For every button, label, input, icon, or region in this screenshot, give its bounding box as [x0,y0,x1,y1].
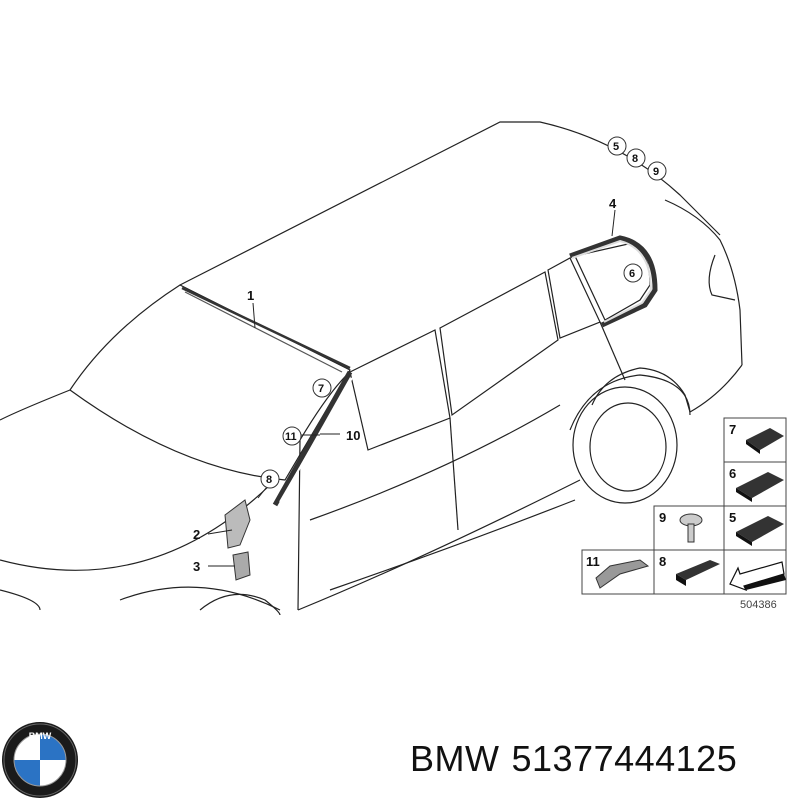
door-line-2 [599,321,626,381]
foam-pad-5 [736,516,784,542]
screw-shaft-9 [687,523,695,543]
brand-name: BMW [410,738,500,779]
front-wheel-arch [119,586,281,611]
part-number: 51377444125 [511,738,738,779]
hood [0,389,71,421]
legend-label-6: 6 [729,466,736,481]
tail-lamp [708,254,736,301]
foam-pad-7 [746,428,784,450]
foam-strip-8 [676,560,720,580]
legend-label-8: 8 [659,554,666,569]
installation-kit-arrow-shadow [744,574,786,590]
bracket-2 [224,499,251,549]
rear-wheel-inner [589,402,667,492]
rear-hatch [664,199,743,366]
parts-legend [581,417,787,595]
brackets [224,499,251,581]
hood-lower [0,589,41,611]
circle-callout-8: 8 [632,153,638,165]
foam-pad-7-side [746,440,760,454]
legend-label-5: 5 [729,510,736,525]
windshield-top-trim [181,286,351,370]
quarter-window-trim-inner [571,239,653,323]
rear-arch [569,374,691,431]
circle-callout-11: 11 [285,431,297,443]
rocker [297,479,581,611]
foam-pad-5-side [736,532,752,546]
roof-line [179,121,721,286]
circle-callout-6: 6 [629,268,635,280]
a-pillar-trim [272,370,353,507]
front-wheel [199,593,281,616]
legend-label-9: 9 [659,510,666,525]
leader-lines [207,209,616,567]
door-bottom [309,404,561,521]
foam-strip-8-side [676,574,686,586]
circle-callout-5: 5 [613,141,619,153]
car-outline [0,121,743,616]
reference-number: 504386 [740,599,777,611]
legend-shapes [595,428,786,592]
callout-1: 1 [247,288,254,303]
callout-2: 2 [193,527,200,542]
circle-callout-7: 7 [318,383,324,395]
circle-callout-8b: 8 [266,474,272,486]
foam-pad-6-side [736,488,752,502]
a-pillar-trim-inner [279,377,353,503]
legend-label-7: 7 [729,422,736,437]
windshield-inner [184,291,343,373]
legend-label-11: 11 [586,554,600,569]
bmw-logo: BMW [2,722,78,798]
foam-pad-6 [736,472,784,498]
callout-4: 4 [609,196,617,211]
circled-callouts [260,136,667,489]
rear-wheel-outer [572,386,678,504]
lower-body [329,499,576,591]
bracket-3 [232,551,251,581]
beltline [297,371,351,611]
callout-3: 3 [193,559,200,574]
windshield-outline [69,284,351,481]
circle-callout-9: 9 [653,166,659,178]
door-line-1 [449,417,459,531]
quarter-window-trim [569,235,658,328]
svg-text:BMW: BMW [29,731,52,741]
rear-quarter [591,364,743,413]
callout-10: 10 [346,428,360,443]
part-title: BMW 51377444125 [410,738,749,780]
side-window-middle [439,271,559,417]
clip-11 [595,559,650,589]
side-window-front [349,329,451,451]
